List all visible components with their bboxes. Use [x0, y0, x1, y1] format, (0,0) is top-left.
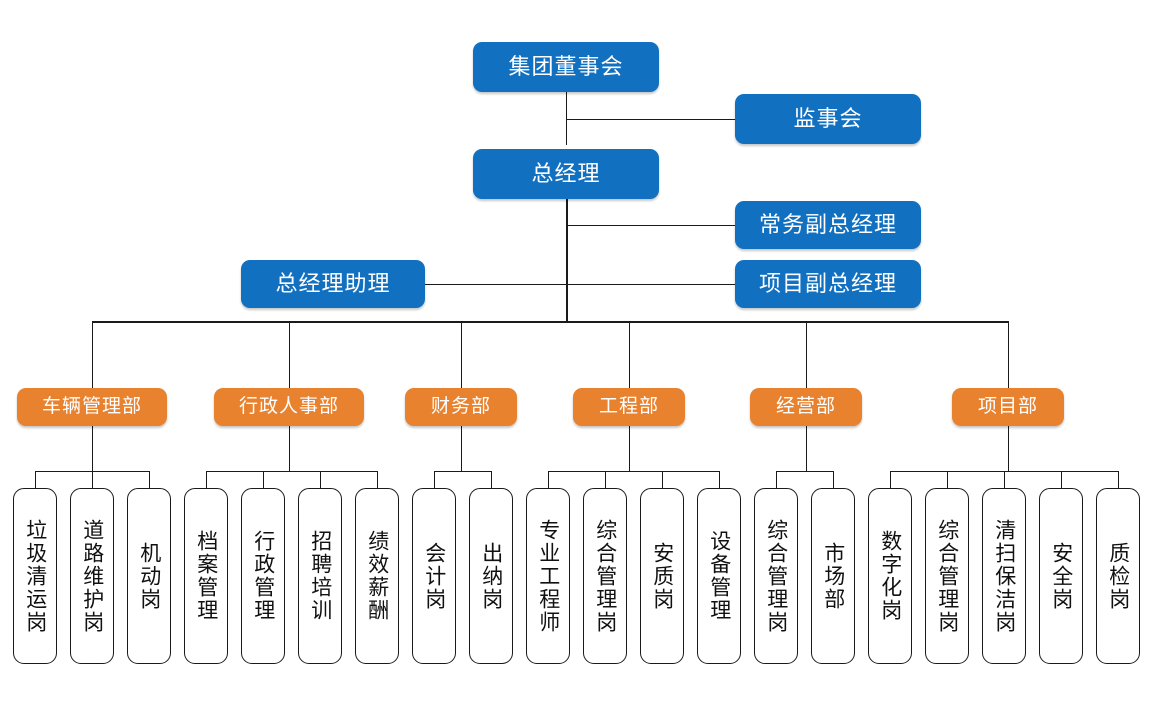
- connector-dept6-leaf-4: [1061, 471, 1062, 488]
- leaf-label: 市场部: [821, 541, 846, 611]
- leaf-position-box[interactable]: 综合管理岗: [754, 488, 798, 664]
- leaf-position-box[interactable]: 市场部: [811, 488, 855, 664]
- connector-bus-drop-5: [806, 321, 807, 388]
- connector-dept3-leaf-2: [491, 471, 492, 488]
- connector-dept4-leaf-1: [548, 471, 549, 488]
- leaf-label: 清扫保洁岗: [992, 518, 1017, 634]
- leaf-position-box[interactable]: 垃圾清运岗: [13, 488, 57, 664]
- leaf-label: 综合管理岗: [593, 518, 618, 634]
- connector-dept2-bus: [206, 471, 377, 472]
- connector-dept6-leaf-3: [1004, 471, 1005, 488]
- connector-dept5-leaf-2: [833, 471, 834, 488]
- node-department-finance[interactable]: 财务部: [405, 388, 517, 426]
- connector-dept2-leaf-4: [377, 471, 378, 488]
- leaf-label: 垃圾清运岗: [23, 518, 48, 634]
- connector-gm-spine: [566, 199, 568, 323]
- leaf-position-box[interactable]: 专业工程师: [526, 488, 570, 664]
- leaf-label: 道路维护岗: [80, 518, 105, 634]
- leaf-label: 综合管理岗: [935, 518, 960, 634]
- node-general-manager[interactable]: 总经理: [473, 149, 659, 199]
- node-department-vehicle-management[interactable]: 车辆管理部: [17, 388, 167, 426]
- leaf-label: 综合管理岗: [764, 518, 789, 634]
- leaf-label: 数字化岗: [878, 530, 903, 622]
- leaf-label: 招聘培训: [308, 530, 333, 622]
- connector-dept2-stem: [289, 425, 290, 471]
- connector-dept4-leaf-3: [662, 471, 663, 488]
- connector-dept2-leaf-3: [320, 471, 321, 488]
- connector-dept6-leaf-5: [1118, 471, 1119, 488]
- node-board-of-directors[interactable]: 集团董事会: [473, 42, 659, 92]
- connector-dept5-leaf-1: [776, 471, 777, 488]
- node-project-deputy-gm[interactable]: 项目副总经理: [735, 260, 921, 308]
- connector-to-exec-deputy: [566, 225, 736, 226]
- node-executive-deputy-gm[interactable]: 常务副总经理: [735, 201, 921, 249]
- connector-to-project-deputy: [566, 284, 736, 285]
- leaf-label: 出纳岗: [479, 541, 504, 611]
- leaf-position-box[interactable]: 档案管理: [184, 488, 228, 664]
- leaf-position-box[interactable]: 安质岗: [640, 488, 684, 664]
- leaf-label: 质检岗: [1106, 541, 1131, 611]
- connector-dept2-leaf-2: [263, 471, 264, 488]
- leaf-position-box[interactable]: 机动岗: [127, 488, 171, 664]
- connector-dept3-leaf-1: [434, 471, 435, 488]
- connector-dept6-stem: [1008, 425, 1009, 471]
- leaf-position-box[interactable]: 招聘培训: [298, 488, 342, 664]
- leaf-position-box[interactable]: 会计岗: [412, 488, 456, 664]
- connector-dept2-leaf-1: [206, 471, 207, 488]
- leaf-position-box[interactable]: 数字化岗: [868, 488, 912, 664]
- connector-dept1-leaf-1: [35, 471, 36, 488]
- leaf-label: 安质岗: [650, 541, 675, 611]
- leaf-position-box[interactable]: 综合管理岗: [583, 488, 627, 664]
- connector-dept4-leaf-2: [605, 471, 606, 488]
- leaf-label: 设备管理: [707, 530, 732, 622]
- node-gm-assistant[interactable]: 总经理助理: [241, 260, 425, 308]
- connector-dept1-leaf-3: [149, 471, 150, 488]
- node-department-engineering[interactable]: 工程部: [573, 388, 685, 426]
- connector-dept6-leaf-1: [890, 471, 891, 488]
- leaf-label: 会计岗: [422, 541, 447, 611]
- connector-bus-drop-6: [1008, 321, 1009, 388]
- leaf-position-box[interactable]: 质检岗: [1096, 488, 1140, 664]
- leaf-position-box[interactable]: 综合管理岗: [925, 488, 969, 664]
- connector-dept1-stem: [92, 425, 93, 471]
- connector-dept1-leaf-2: [92, 471, 93, 488]
- connector-dept6-leaf-2: [947, 471, 948, 488]
- connector-dept3-stem: [461, 425, 462, 471]
- connector-to-gm-assistant: [425, 284, 567, 285]
- leaf-position-box[interactable]: 出纳岗: [469, 488, 513, 664]
- connector-dept4-stem: [629, 425, 630, 471]
- node-department-project[interactable]: 项目部: [952, 388, 1064, 426]
- leaf-position-box[interactable]: 行政管理: [241, 488, 285, 664]
- connector-dept5-stem: [806, 425, 807, 471]
- leaf-position-box[interactable]: 绩效薪酬: [355, 488, 399, 664]
- node-supervisory-board[interactable]: 监事会: [735, 94, 921, 144]
- connector-dept3-bus: [434, 471, 492, 472]
- connector-bus-drop-2: [289, 321, 290, 388]
- connector-to-supervisory: [566, 119, 736, 120]
- leaf-position-box[interactable]: 安全岗: [1039, 488, 1083, 664]
- connector-department-bus: [92, 321, 1009, 323]
- leaf-label: 档案管理: [194, 530, 219, 622]
- connector-bus-drop-4: [629, 321, 630, 388]
- connector-dept4-bus: [548, 471, 720, 472]
- leaf-label: 专业工程师: [536, 518, 561, 634]
- connector-dept5-bus: [776, 471, 834, 472]
- connector-board-to-gm: [566, 92, 567, 145]
- connector-dept4-leaf-4: [719, 471, 720, 488]
- node-department-operations[interactable]: 经营部: [750, 388, 862, 426]
- node-department-admin-hr[interactable]: 行政人事部: [214, 388, 364, 426]
- leaf-position-box[interactable]: 清扫保洁岗: [982, 488, 1026, 664]
- leaf-label: 行政管理: [251, 530, 276, 622]
- connector-bus-drop-1: [92, 321, 93, 388]
- leaf-label: 安全岗: [1049, 541, 1074, 611]
- connector-bus-drop-3: [461, 321, 462, 388]
- leaf-label: 机动岗: [137, 541, 162, 611]
- leaf-position-box[interactable]: 道路维护岗: [70, 488, 114, 664]
- leaf-position-box[interactable]: 设备管理: [697, 488, 741, 664]
- leaf-label: 绩效薪酬: [365, 530, 390, 622]
